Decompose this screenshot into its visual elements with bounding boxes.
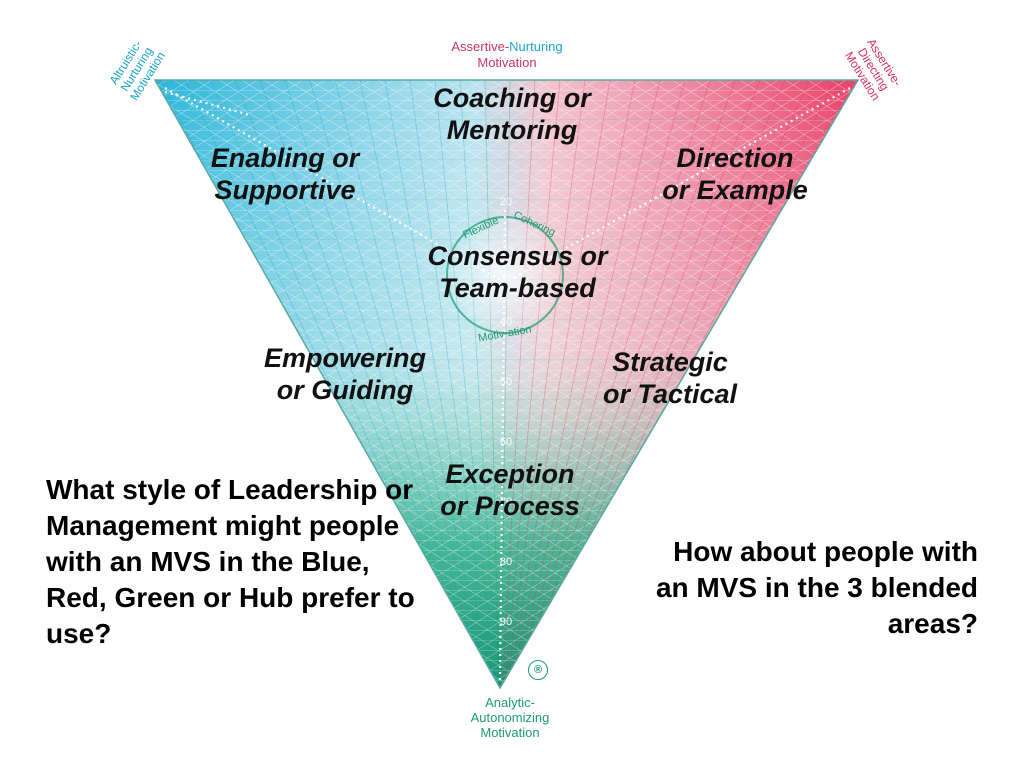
zone-line [510, 80, 636, 688]
zone-line [484, 80, 500, 688]
scale-tick-label: 50 [500, 376, 512, 388]
zone-line [259, 80, 482, 688]
zone-line [434, 80, 496, 688]
zone-line [334, 80, 488, 688]
dotted-axis-blue [164, 87, 501, 281]
style-label-direction: Direction or Example [662, 143, 808, 205]
style-label-coaching: Coaching or Mentoring [433, 83, 591, 145]
zone-line [518, 80, 736, 688]
scale-tick-label: 40 [500, 316, 512, 328]
scale-tick-label: 60 [500, 436, 512, 448]
zone-line [409, 80, 494, 688]
scale-tick-label: 20 [500, 196, 512, 208]
zone-line [500, 80, 511, 688]
dotted-axis-red [509, 87, 851, 281]
style-label-empowering: Empowering or Guiding [263, 343, 426, 405]
scale-tick-label: 80 [500, 556, 512, 568]
scale-ticks: 20 30 40 50 60 70 80 90 [500, 196, 512, 628]
triangle-outline [153, 79, 860, 690]
style-label-consensus: Consensus or Team-based [427, 241, 608, 303]
scale-tick-label: 70 [500, 496, 512, 508]
question-left: What style of Leadership or Management m… [46, 474, 415, 649]
zone-line [309, 80, 486, 688]
zone-line [502, 80, 536, 688]
style-label-enabling: Enabling or Supportive [210, 143, 360, 205]
zone-line [512, 80, 661, 688]
zone-line [508, 80, 611, 688]
dotted-axis-green [498, 209, 507, 681]
question-right: How about people with an MVS in the 3 bl… [655, 536, 978, 639]
scale-tick-label: 30 [500, 256, 512, 268]
zone-line [516, 80, 711, 688]
zone-line [284, 80, 484, 688]
zone-line [506, 80, 586, 688]
scale-tick-label: 90 [500, 616, 512, 628]
zone-line [514, 80, 686, 688]
zone-line [359, 80, 490, 688]
zone-line [504, 80, 561, 688]
style-label-strategic: Strategic or Tactical [602, 347, 738, 409]
hub-glow [443, 213, 567, 337]
corner-label-nurturing-part: Nurturing [509, 39, 563, 54]
zone-line [384, 80, 492, 688]
zone-line [459, 80, 498, 688]
corner-label-assertive-nurturing: Assertive-Nurturing [412, 40, 602, 53]
registered-mark: ® [528, 660, 548, 680]
corner-label-motivation-top: Motivation [477, 55, 537, 70]
corner-label-analytic-autonomizing: Analytic- Autonomizing Motivation [470, 695, 550, 740]
style-label-exception: Exception or Process [440, 459, 580, 521]
corner-label-assertive-part: Assertive- [451, 39, 510, 54]
